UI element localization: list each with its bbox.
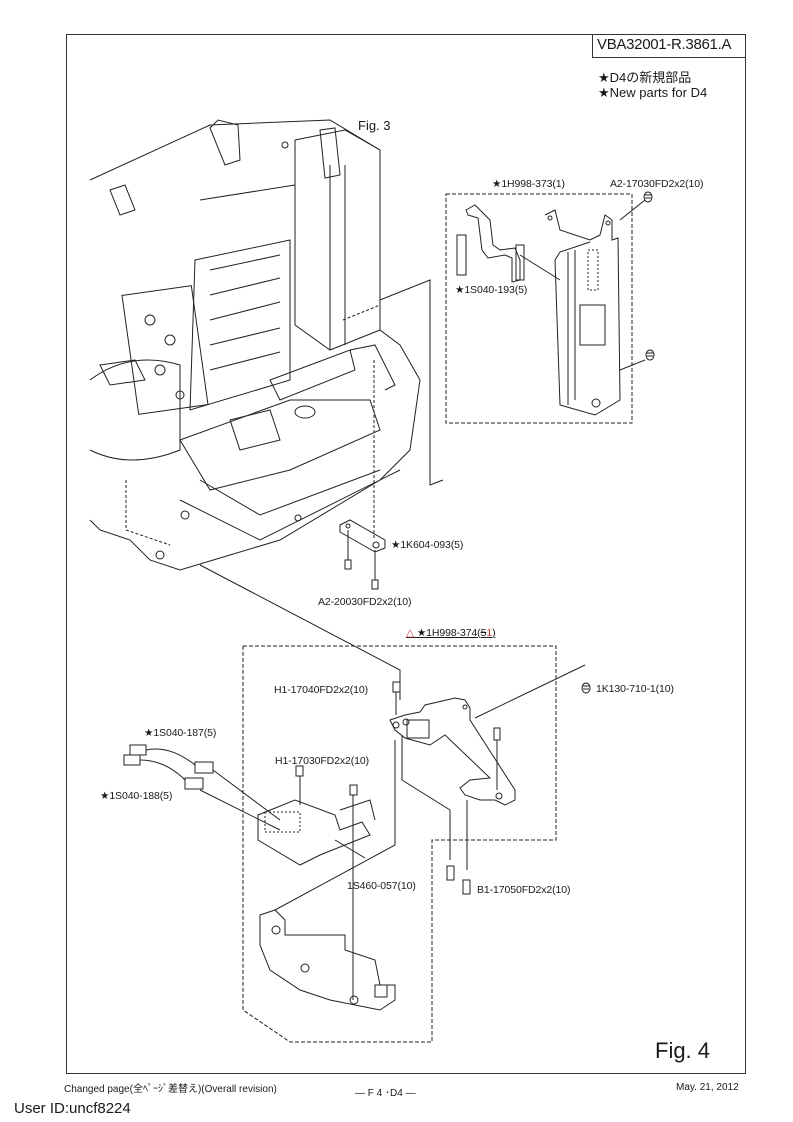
leader-line [619,199,646,221]
part-label-H1-17040: H1-17040FD2x2(10) [274,684,369,696]
fig3-label: Fig. 3 [358,118,391,133]
plate-1K604-093 [339,519,386,553]
screw-A2-20030 [371,579,379,590]
part-label-1H998-374: △ ★1H998-374(51) [406,627,496,639]
flex-cable-1S040-193 [456,204,525,283]
camera-body-chassis [89,119,421,571]
screw-H1-17030 [295,765,304,777]
part-label-1S040-187: ★1S040-187(5) [144,727,217,739]
part-label-1K130-710: 1K130-710-1(10) [596,683,674,695]
assembly-box-1H998-373 [445,193,633,424]
leader-line [474,664,586,719]
part-label-1S040-193: ★1S040-193(5) [455,284,528,296]
leader-line [519,254,561,281]
leader-line [334,839,366,859]
screw-1K130 [581,682,591,694]
screw-right-lower [645,349,655,361]
leader-line [379,279,444,486]
part-label-H1-17030: H1-17030FD2x2(10) [275,755,370,767]
bottom-cover [259,909,396,1011]
fig4-label: Fig. 4 [655,1038,711,1063]
part-number: ★1H998-374( [416,627,481,639]
footer-date: May. 21, 2012 [676,1082,739,1093]
warning-triangle-icon: △ [406,627,414,639]
part-label-1H998-373: ★1H998-373(1) [492,178,565,190]
leader-line [619,359,646,371]
screw-H1-17040 [392,681,401,693]
drawing-frame [66,34,746,1074]
leader-line [212,769,281,821]
leader-line [401,735,451,860]
screw-board [349,784,358,796]
part-label-A2-17030: A2-17030FD2x2(10) [610,178,704,190]
footer-page-number: — F 4 ･D4 — [355,1088,416,1099]
leader-line [199,564,401,700]
user-id: User ID:uncf8224 [14,1100,131,1117]
bracket-board-1H998-373 [544,209,621,416]
part-label-1S460-057: 1S460-057(10) [347,880,416,892]
note-jp: ★D4の新規部品 [598,70,692,85]
screw-B1-17050 [446,865,455,881]
board-1S460-057 [257,799,376,866]
screw-A2-17030 [643,191,653,203]
bracket-1K130 [389,697,516,806]
note-en: ★New parts for D4 [598,85,708,100]
part-label-1S040-188: ★1S040-188(5) [100,790,173,802]
part-label-1K604-093: ★1K604-093(5) [391,539,464,551]
footer-changed-page: Changed page(全ﾍﾟｰｼﾞ差替え)(Overall revision… [64,1084,277,1095]
old-quantity: 5 [480,627,487,639]
screw-right-mid [493,727,501,741]
new-quantity: 1 [486,627,493,639]
part-label-B1-17050: B1-17050FD2x2(10) [477,884,571,896]
leader-line [199,789,281,831]
assembly-box-1H998-374 [242,645,557,1043]
guide-lines-fig3 [125,304,381,546]
part-label-A2-20030: A2-20030FD2x2(10) [318,596,412,608]
paren-close: ) [492,627,496,639]
connector-cables [123,744,214,790]
screw-small [344,559,352,570]
screw-B1-17050b [462,879,471,895]
leader-line [274,740,396,911]
document-number: VBA32001-R.3861.A [592,34,746,58]
